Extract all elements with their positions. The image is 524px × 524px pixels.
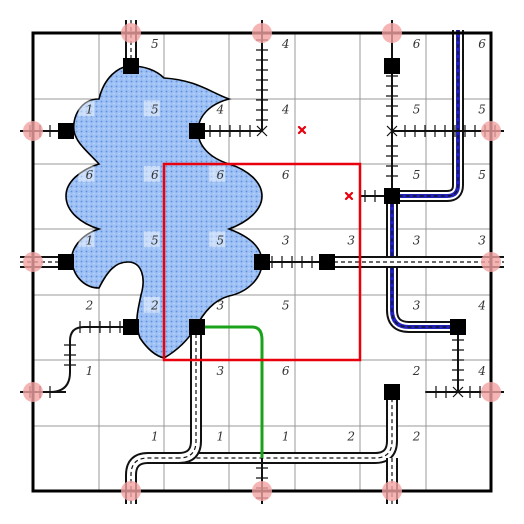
cell-number: 5 <box>216 233 224 247</box>
cell-number-background <box>209 231 226 248</box>
station-square-icon[interactable] <box>254 254 270 270</box>
cell-number: 1 <box>86 364 94 378</box>
cell-number: 1 <box>151 430 159 444</box>
cell-number: 6 <box>478 37 486 51</box>
cell-number: 2 <box>346 430 355 444</box>
station-square-icon[interactable] <box>384 58 400 74</box>
exit-circle-icon <box>23 121 43 141</box>
cell-number-background <box>143 100 160 117</box>
cell-number: 5 <box>413 168 421 182</box>
exit-circle-icon <box>23 252 43 272</box>
exit-markers <box>23 23 501 501</box>
exit-circle-icon <box>481 252 501 272</box>
station-square-icon[interactable] <box>58 123 74 139</box>
cell-number: 5 <box>478 102 486 116</box>
exit-circle-icon <box>121 481 141 501</box>
cross-marks <box>297 125 354 201</box>
cell-number: 6 <box>282 168 290 182</box>
cell-number: 5 <box>282 299 290 313</box>
red-x-mark-icon <box>297 125 307 135</box>
cell-number-background <box>78 165 95 182</box>
exit-circle-icon <box>252 23 272 43</box>
station-square-icon[interactable] <box>319 254 335 270</box>
cell-number: 6 <box>151 168 159 182</box>
cell-number: 5 <box>151 233 159 247</box>
cell-number: 6 <box>86 168 94 182</box>
cell-number: 3 <box>347 233 355 247</box>
station-square-icon[interactable] <box>189 123 205 139</box>
station-square-icon[interactable] <box>384 188 400 204</box>
cell-number: 2 <box>150 299 159 313</box>
cell-number-background <box>143 231 160 248</box>
cell-number: 5 <box>478 168 486 182</box>
exit-circle-icon <box>481 121 501 141</box>
cell-number: 4 <box>281 37 290 51</box>
cell-number: 3 <box>413 299 421 313</box>
cell-number: 2 <box>412 430 421 444</box>
cell-number: 4 <box>281 102 290 116</box>
cell-number: 5 <box>151 102 159 116</box>
cell-number-background <box>78 231 95 248</box>
cell-number: 1 <box>86 233 94 247</box>
cell-number: 4 <box>215 102 224 116</box>
cell-number: 1 <box>282 430 290 444</box>
station-square-icon[interactable] <box>123 58 139 74</box>
cell-number: 3 <box>216 299 224 313</box>
cell-number-background <box>209 165 226 182</box>
cell-number-background <box>143 296 160 313</box>
station-square-icon[interactable] <box>450 319 466 335</box>
station-square-icon[interactable] <box>123 319 139 335</box>
exit-circle-icon <box>382 23 402 43</box>
cell-number: 3 <box>413 233 421 247</box>
cell-number-background <box>143 165 160 182</box>
cell-number: 3 <box>478 233 486 247</box>
cell-number: 1 <box>216 430 224 444</box>
red-x-mark-icon <box>344 191 354 201</box>
cell-number: 4 <box>477 299 486 313</box>
cell-number: 2 <box>85 299 94 313</box>
exit-circle-icon <box>481 382 501 402</box>
cell-number: 4 <box>477 364 486 378</box>
cell-number: 1 <box>86 102 94 116</box>
cell-number: 5 <box>151 37 159 51</box>
highlight-box <box>162 162 362 362</box>
cell-number-background <box>78 100 95 117</box>
cell-number: 6 <box>413 37 421 51</box>
station-square-icon[interactable] <box>189 319 205 335</box>
cell-number: 6 <box>216 168 224 182</box>
cell-number: 3 <box>282 233 290 247</box>
cell-number: 5 <box>413 102 421 116</box>
exit-circle-icon <box>23 382 43 402</box>
station-square-icon[interactable] <box>58 254 74 270</box>
cell-number: 3 <box>216 364 224 378</box>
station-square-icon[interactable] <box>384 384 400 400</box>
cell-number: 2 <box>412 364 421 378</box>
exit-circle-icon <box>121 23 141 43</box>
exit-circle-icon <box>382 481 402 501</box>
cell-numbers: 5 4 6 6 1 5 4 4 5 5 6 6 6 6 5 5 1 5 5 3 3 3 3 2 2 3 5 3 4 1 3 6 2 4 1 1 1 2 2 <box>78 37 486 444</box>
exit-circle-icon <box>252 481 272 501</box>
stations <box>58 58 466 400</box>
cell-number: 6 <box>282 364 290 378</box>
